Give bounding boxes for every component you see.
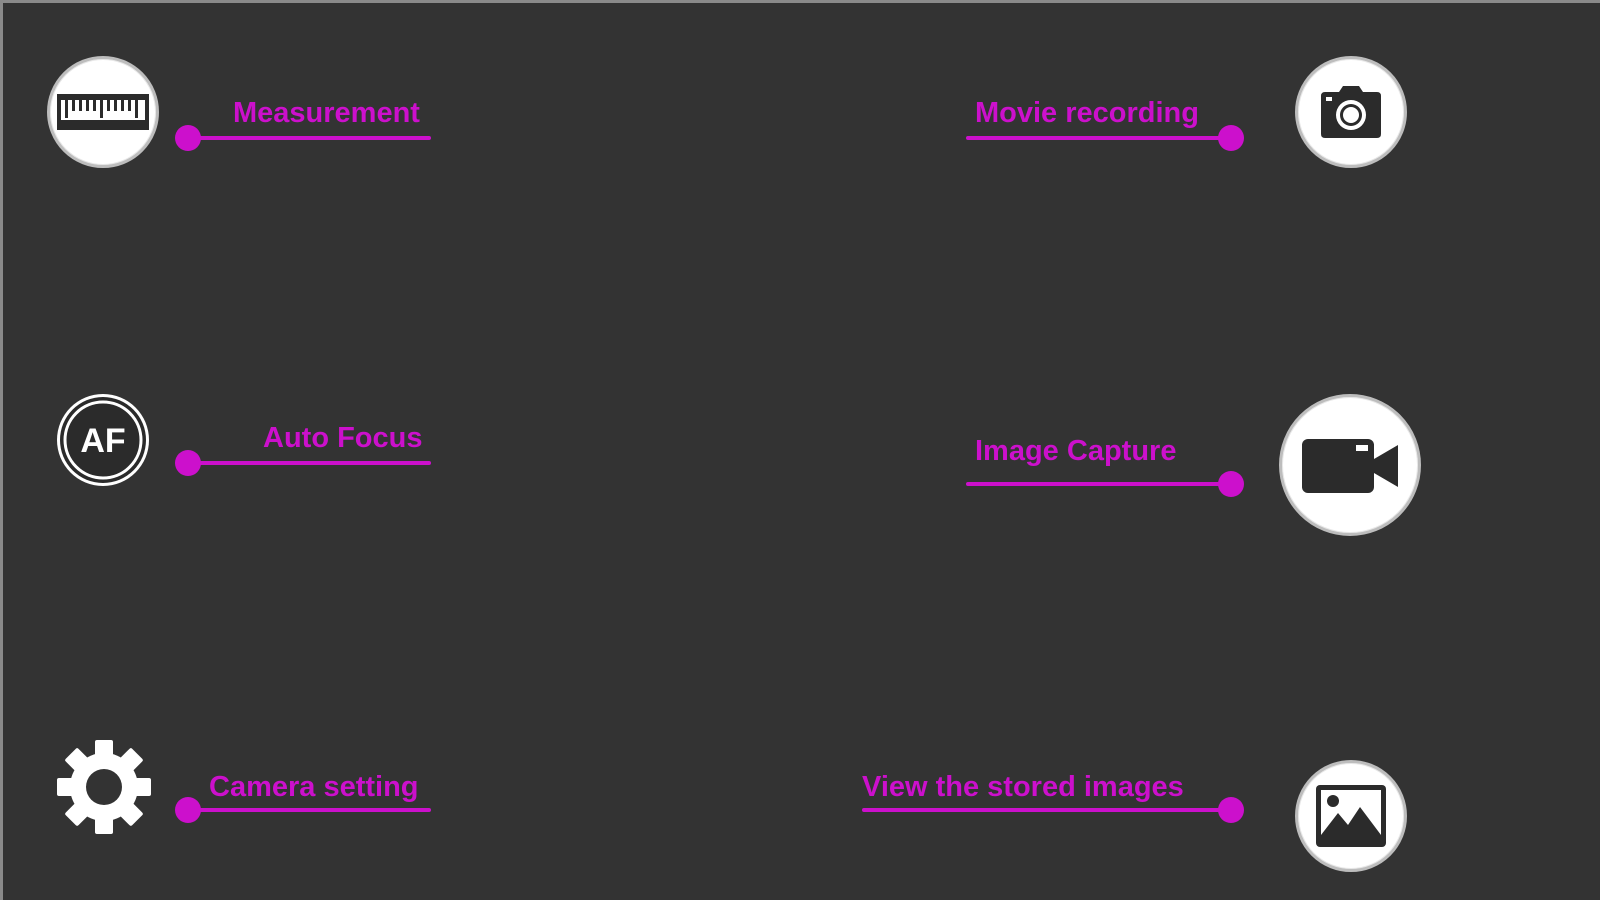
movie-recording-leader-dot — [1218, 125, 1244, 151]
auto-focus-button[interactable]: AF — [57, 394, 149, 486]
movie-recording-button[interactable] — [1295, 56, 1407, 168]
gear-icon — [57, 740, 151, 834]
image-gallery-icon — [1316, 785, 1386, 847]
image-capture-leader-dot — [1218, 471, 1244, 497]
view-stored-images-leader-dot — [1218, 797, 1244, 823]
af-icon: AF — [60, 397, 146, 483]
auto-focus-leader-line — [188, 461, 431, 465]
image-capture-leader-line — [966, 482, 1230, 486]
image-capture-button[interactable] — [1279, 394, 1421, 536]
camera-setting-leader-dot — [175, 797, 201, 823]
measurement-leader-dot — [175, 125, 201, 151]
video-camera-icon — [1302, 439, 1398, 493]
measurement-button[interactable] — [47, 56, 159, 168]
frame-top-edge — [0, 0, 1600, 3]
camera-setting-button[interactable] — [55, 738, 153, 836]
auto-focus-label: Auto Focus — [263, 422, 423, 454]
svg-text:AF: AF — [80, 422, 125, 460]
ruler-icon — [57, 94, 149, 130]
movie-recording-label: Movie recording — [975, 97, 1199, 129]
auto-focus-leader-dot — [175, 450, 201, 476]
movie-recording-leader-line — [966, 136, 1230, 140]
measurement-label: Measurement — [233, 97, 420, 129]
view-stored-images-leader-line — [862, 808, 1230, 812]
camera-setting-label: Camera setting — [209, 771, 419, 803]
view-stored-images-label: View the stored images — [862, 771, 1184, 803]
camera-icon — [1321, 86, 1381, 138]
image-capture-label: Image Capture — [975, 435, 1177, 467]
measurement-leader-line — [188, 136, 431, 140]
frame-left-edge — [0, 0, 3, 900]
view-stored-images-button[interactable] — [1295, 760, 1407, 872]
camera-setting-leader-line — [188, 808, 431, 812]
